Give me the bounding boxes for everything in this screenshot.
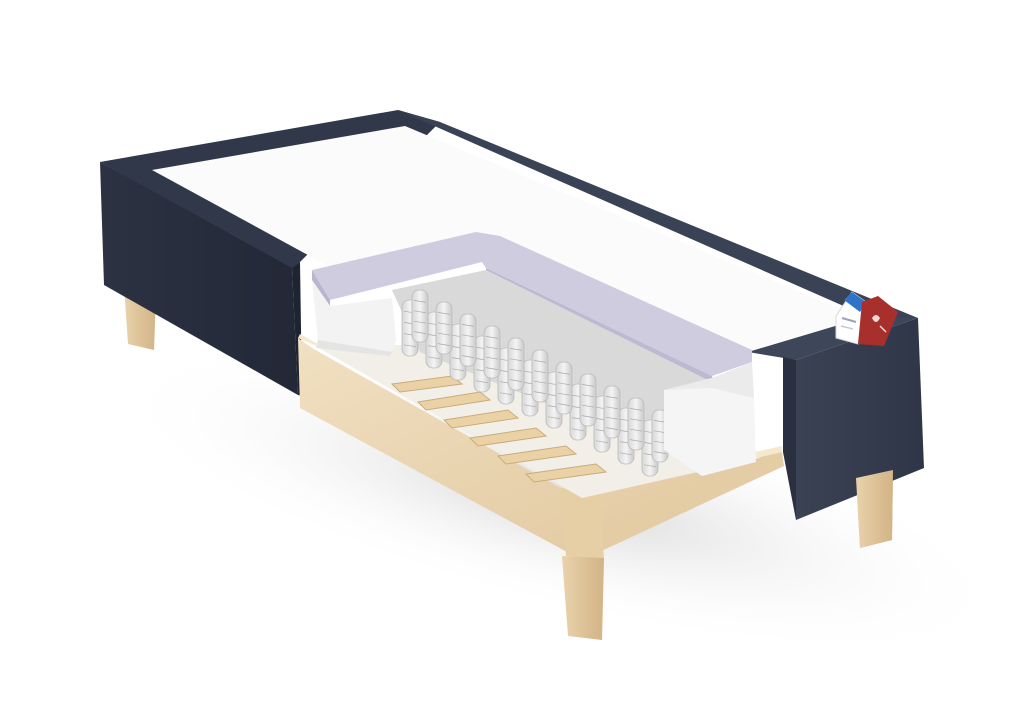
spring-coil-line	[557, 392, 571, 396]
spring-coil-line	[605, 396, 619, 399]
pocket-spring	[435, 301, 453, 355]
lavender-comfort-layer-top	[312, 232, 752, 376]
spring-coil-line	[605, 427, 619, 430]
spring-coil-line	[485, 336, 499, 339]
spring-coil-line	[581, 394, 595, 398]
mattress-top-surface	[152, 126, 862, 352]
spring-coil-line	[437, 312, 451, 315]
spring-coil-line	[523, 404, 537, 408]
spring-coil-line	[451, 368, 465, 372]
pocket-spring-block	[392, 270, 712, 477]
spring-coil-line	[643, 464, 657, 468]
spring-coil-line	[427, 356, 441, 360]
spring-coil-line	[509, 348, 523, 351]
blue-white-label-tag-icon	[835, 291, 867, 345]
spring-coil-line	[413, 331, 427, 334]
fabric-back-rail-top	[398, 110, 918, 322]
spring-coil-line	[509, 379, 523, 382]
fabric-end-front	[100, 162, 298, 395]
pocket-spring	[579, 373, 597, 427]
spring-coil-line	[581, 415, 595, 418]
leg-front-left	[562, 556, 604, 640]
spring-coil-line	[533, 380, 547, 384]
spring-coil-line	[509, 368, 523, 372]
pocket-spring	[411, 289, 429, 343]
red-label-tag-icon	[858, 296, 898, 346]
spring-coil-line	[557, 382, 571, 386]
pocket-spring	[555, 361, 573, 415]
spring-coil-line	[461, 334, 475, 338]
spring-coil-line	[461, 344, 475, 348]
pocket-spring	[459, 313, 477, 367]
spring-coil-line	[595, 440, 609, 444]
spring-coil-line	[619, 452, 633, 456]
spring-coil-line	[461, 324, 475, 327]
wood-frame-corner	[560, 488, 604, 560]
spring-coil-line	[461, 355, 475, 358]
pocket-spring	[483, 325, 501, 379]
fabric-right-front	[796, 318, 924, 520]
spring-coil-line	[581, 404, 595, 408]
spring-coil-line	[605, 406, 619, 410]
spring-coil-line	[485, 356, 499, 360]
spring-coil-line	[533, 370, 547, 374]
spring-coil-line	[475, 380, 489, 384]
spring-coil-line	[547, 416, 561, 420]
spring-coil-line	[485, 367, 499, 370]
spring-coil-line	[629, 408, 643, 411]
spring-coil-line	[629, 418, 643, 422]
wood-frame-front	[298, 338, 784, 560]
spring-coil-line	[629, 428, 643, 432]
spring-coil-line	[605, 416, 619, 420]
white-foam-block-front	[664, 378, 756, 476]
spring-coil-line	[403, 344, 417, 348]
spring-coil-line	[653, 451, 667, 454]
lavender-comfort-layer-edge	[312, 270, 330, 306]
spring-coil-line	[557, 372, 571, 375]
pocket-spring	[507, 337, 525, 391]
pocket-spring	[603, 385, 621, 439]
spring-coil-line	[557, 403, 571, 406]
spring-coil-line	[413, 300, 427, 303]
pocket-spring	[627, 397, 645, 451]
spring-coil-line	[509, 358, 523, 362]
spring-coil-line	[499, 392, 513, 396]
pocket-springs	[401, 289, 669, 477]
slats	[390, 375, 608, 483]
spring-coil-line	[485, 346, 499, 350]
spring-coil-line	[581, 384, 595, 387]
white-foam-block-top	[664, 362, 754, 398]
spring-coil-line	[533, 360, 547, 363]
fabric-right-inner	[783, 357, 796, 520]
white-foam-wall-left	[312, 280, 396, 352]
spring-coil-line	[629, 439, 643, 442]
spring-coil-line	[413, 320, 427, 324]
leg-front-right-fabric	[856, 470, 893, 548]
spring-coil-line	[571, 428, 585, 432]
spring-coil-line	[437, 322, 451, 326]
spring-coil-line	[437, 343, 451, 346]
white-foam-wall-left-side	[316, 340, 392, 356]
spring-coil-line	[413, 310, 427, 314]
spring-coil-line	[437, 332, 451, 336]
spring-coil-line	[533, 391, 547, 394]
pocket-spring	[531, 349, 549, 403]
